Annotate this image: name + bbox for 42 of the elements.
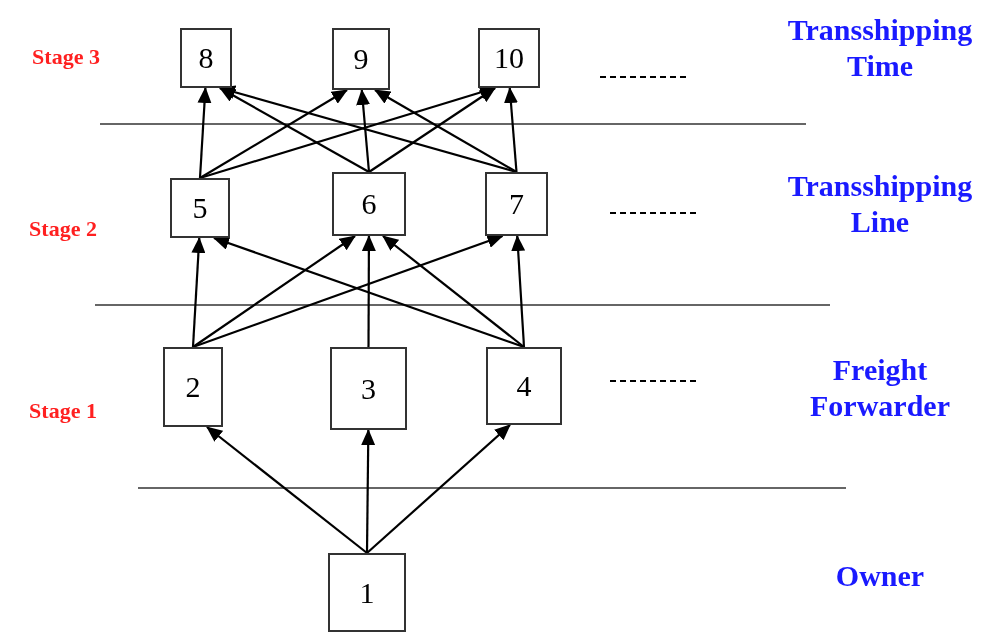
arrow xyxy=(199,89,348,179)
node-label: 10 xyxy=(494,41,524,75)
node-label: 4 xyxy=(516,369,532,403)
node-label: 9 xyxy=(353,42,369,76)
arrow xyxy=(361,235,376,347)
arrow xyxy=(192,235,356,348)
role-label: Freight Forwarder xyxy=(809,352,951,424)
role-label: Transshipping Line xyxy=(786,168,974,240)
node-label: 3 xyxy=(361,371,376,406)
arrow xyxy=(382,235,525,348)
process-box xyxy=(163,347,223,427)
arrow xyxy=(206,426,368,554)
process-box xyxy=(332,28,390,90)
node-label: 6 xyxy=(361,187,377,221)
process-box xyxy=(486,347,562,425)
arrow xyxy=(503,87,518,173)
arrow xyxy=(368,87,496,173)
arrow xyxy=(356,89,371,173)
process-box xyxy=(478,28,540,88)
role-label: Transshipping Time xyxy=(786,12,974,84)
arrow xyxy=(374,89,518,173)
process-box xyxy=(330,347,407,430)
role-label: Owner xyxy=(834,558,926,594)
arrow xyxy=(197,87,212,179)
arrow xyxy=(191,237,206,348)
stage-label: Stage 3 xyxy=(31,44,101,70)
arrow xyxy=(366,424,511,554)
node-label: 1 xyxy=(359,575,375,610)
node-label: 2 xyxy=(185,370,201,404)
process-box xyxy=(332,172,406,236)
node-label: 5 xyxy=(192,191,208,225)
arrow xyxy=(361,429,376,553)
process-box xyxy=(328,553,406,632)
process-box xyxy=(180,28,232,88)
stage-label: Stage 2 xyxy=(28,216,98,242)
process-box xyxy=(170,178,230,238)
arrow xyxy=(219,87,370,173)
stage-label: Stage 1 xyxy=(28,398,98,424)
arrow xyxy=(511,235,526,348)
node-label: 7 xyxy=(509,187,524,221)
node-label: 8 xyxy=(198,41,214,75)
process-box xyxy=(485,172,548,236)
